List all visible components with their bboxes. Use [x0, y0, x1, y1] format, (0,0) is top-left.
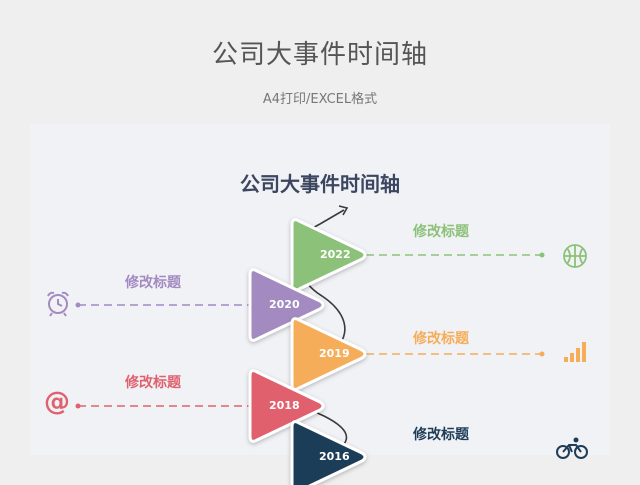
event-title-2022: 修改标题 [413, 224, 469, 240]
axis-arrow-head [338, 205, 349, 216]
year-2016: 2016 [319, 450, 350, 463]
connector-2020 [75, 302, 250, 308]
alarm-clock-icon [47, 291, 69, 317]
year-2019: 2019 [319, 347, 350, 360]
event-title-2016: 修改标题 [413, 427, 469, 443]
year-2020: 2020 [269, 298, 300, 311]
timeline-card: 公司大事件时间轴 2022 2020 2019 2018 2016 修改标题 修… [30, 124, 610, 485]
page-title: 公司大事件时间轴 [211, 40, 428, 70]
at-sign-icon: @ [44, 387, 70, 417]
event-title-2019: 修改标题 [413, 331, 469, 347]
event-title-2020: 修改标题 [125, 275, 181, 291]
page-subtitle: A4打印/EXCEL格式 [262, 92, 378, 107]
cyclist-icon [556, 437, 588, 459]
basketball-icon [563, 244, 587, 268]
connector-2019 [366, 351, 545, 357]
timeline-graphic [75, 205, 545, 485]
triangle-2020 [248, 268, 325, 342]
year-2022: 2022 [320, 248, 351, 261]
card-title: 公司大事件时间轴 [240, 172, 400, 196]
triangle-2018 [248, 369, 325, 443]
triangle-2016 [290, 420, 367, 485]
year-2018: 2018 [269, 399, 300, 412]
signal-bars-icon [564, 342, 586, 362]
connector-2018 [75, 403, 250, 409]
connector-2022 [366, 252, 545, 258]
event-title-2018: 修改标题 [125, 375, 181, 391]
